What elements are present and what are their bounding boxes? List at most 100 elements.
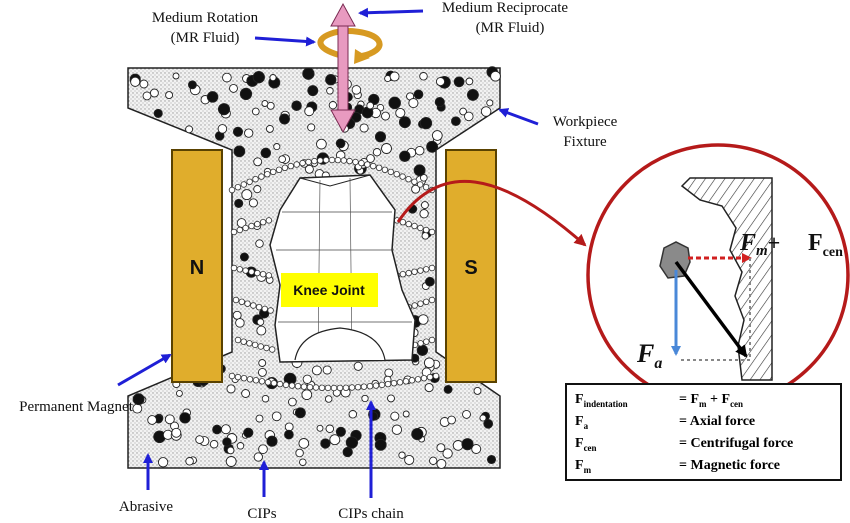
cip-particle xyxy=(185,125,194,134)
cip-chain-particle xyxy=(248,222,255,230)
cip-particle xyxy=(471,444,482,454)
abrasive-particle xyxy=(266,435,278,447)
cip-particle xyxy=(209,439,219,449)
cip-particle xyxy=(139,79,149,89)
cip-chain-particle xyxy=(428,296,436,304)
medium-reciprocate-label-1: Medium Reciprocate xyxy=(442,0,569,16)
cip-particle xyxy=(402,410,410,418)
cip-particle xyxy=(236,442,245,450)
cip-particle xyxy=(423,357,435,369)
cip-particle xyxy=(490,70,501,82)
abrasive-particle xyxy=(413,164,426,177)
cip-chain-particle xyxy=(420,375,428,382)
cip-particle xyxy=(284,422,294,432)
medium-rotation-label-1: Medium Rotation xyxy=(152,10,259,26)
cip-chain-particle xyxy=(417,300,424,307)
abrasive-particle xyxy=(206,91,219,103)
abrasive-particle xyxy=(411,428,424,441)
cip-chain-particle xyxy=(423,298,430,305)
cip-particle xyxy=(185,457,194,466)
cip-chain-particle xyxy=(251,341,259,349)
abrasive-particle xyxy=(335,426,346,437)
force-parallelogram xyxy=(680,258,751,361)
cip-chain-particle xyxy=(240,375,248,382)
zoom-connector-arrow xyxy=(396,179,587,247)
cip-particle xyxy=(278,155,287,164)
pole-s-label: S xyxy=(464,257,477,279)
cip-chain-particle xyxy=(265,272,273,279)
cip-chain-particle xyxy=(423,338,430,345)
cip-chain-particle xyxy=(358,159,365,167)
cip-particle xyxy=(316,138,327,150)
force-fa-label: Fa xyxy=(636,339,662,372)
cip-chain-particle xyxy=(293,161,300,168)
cip-chain-particle xyxy=(370,162,377,170)
pointer-arrows xyxy=(117,7,539,498)
cip-chain-particle xyxy=(246,178,253,185)
cip-particle xyxy=(222,72,232,83)
cip-particle xyxy=(464,111,474,122)
cip-particle xyxy=(241,189,253,201)
abrasive-particle xyxy=(302,67,315,80)
abrasive-particle xyxy=(416,344,429,356)
cip-chain-particle xyxy=(399,271,407,278)
abrasive-particle xyxy=(217,103,231,116)
cip-particle xyxy=(459,107,467,116)
cip-particle xyxy=(295,448,304,458)
cip-particle xyxy=(436,443,446,453)
cip-chain-particle xyxy=(384,380,392,388)
cip-chain-particle xyxy=(428,228,436,236)
abrasive-particle xyxy=(243,427,254,438)
cip-chain-particle xyxy=(372,382,380,389)
cip-chain-particle xyxy=(252,175,259,183)
cip-particle xyxy=(372,148,382,157)
cip-chain-particle xyxy=(366,383,374,390)
cip-chain-particle xyxy=(375,164,383,171)
cip-particle xyxy=(398,451,406,459)
abrasive-particle xyxy=(291,100,302,111)
cip-chain-particle xyxy=(340,157,347,164)
cip-chain-particle xyxy=(330,384,338,392)
cip-chain-particle xyxy=(264,170,271,178)
cip-chain-particle xyxy=(288,382,296,389)
cip-chain-particle xyxy=(428,264,436,272)
cip-chain-particle xyxy=(257,343,264,350)
cip-chain-particle xyxy=(336,384,344,392)
magnet-north xyxy=(171,149,223,383)
cip-particle xyxy=(435,77,446,87)
cip-chain-particle xyxy=(305,158,312,166)
cip-chain-particle xyxy=(276,380,284,388)
cip-chain-particle xyxy=(426,373,434,381)
cip-chain-particle xyxy=(232,296,240,304)
cip-particle xyxy=(244,128,254,138)
cip-chain-particle xyxy=(346,157,353,165)
cip-chain-particle xyxy=(270,380,278,387)
cip-particle xyxy=(366,154,375,163)
force-legend: Findentation = Fm + Fcen Fa = Axial forc… xyxy=(565,383,842,481)
cip-chain-particle xyxy=(399,218,407,226)
cip-particle xyxy=(157,457,169,468)
cip-particle xyxy=(329,434,341,446)
cip-chain-particle xyxy=(378,381,386,389)
cip-particle xyxy=(442,448,453,459)
cip-chain-particle xyxy=(236,226,243,234)
cip-particle xyxy=(232,310,242,320)
cip-chain-particle xyxy=(269,346,276,353)
cip-particle xyxy=(418,314,429,325)
cip-particle xyxy=(311,365,322,376)
cip-chain-particle xyxy=(311,157,318,165)
cip-particle xyxy=(351,85,362,95)
cip-particle xyxy=(421,231,430,240)
abrasive-particle xyxy=(426,140,439,153)
cip-chain-particle xyxy=(281,164,289,171)
cip-particle xyxy=(257,367,267,377)
cip-particle xyxy=(462,409,471,419)
cip-chain-particle xyxy=(230,264,238,272)
cip-chain-particle xyxy=(393,170,400,178)
cip-particle xyxy=(269,74,277,82)
abrasive-particle xyxy=(222,437,232,447)
abrasive-particle xyxy=(239,87,253,101)
abrasive-particle xyxy=(466,88,479,101)
cip-chain-particle xyxy=(270,168,277,176)
cip-chain-particle xyxy=(354,384,362,391)
